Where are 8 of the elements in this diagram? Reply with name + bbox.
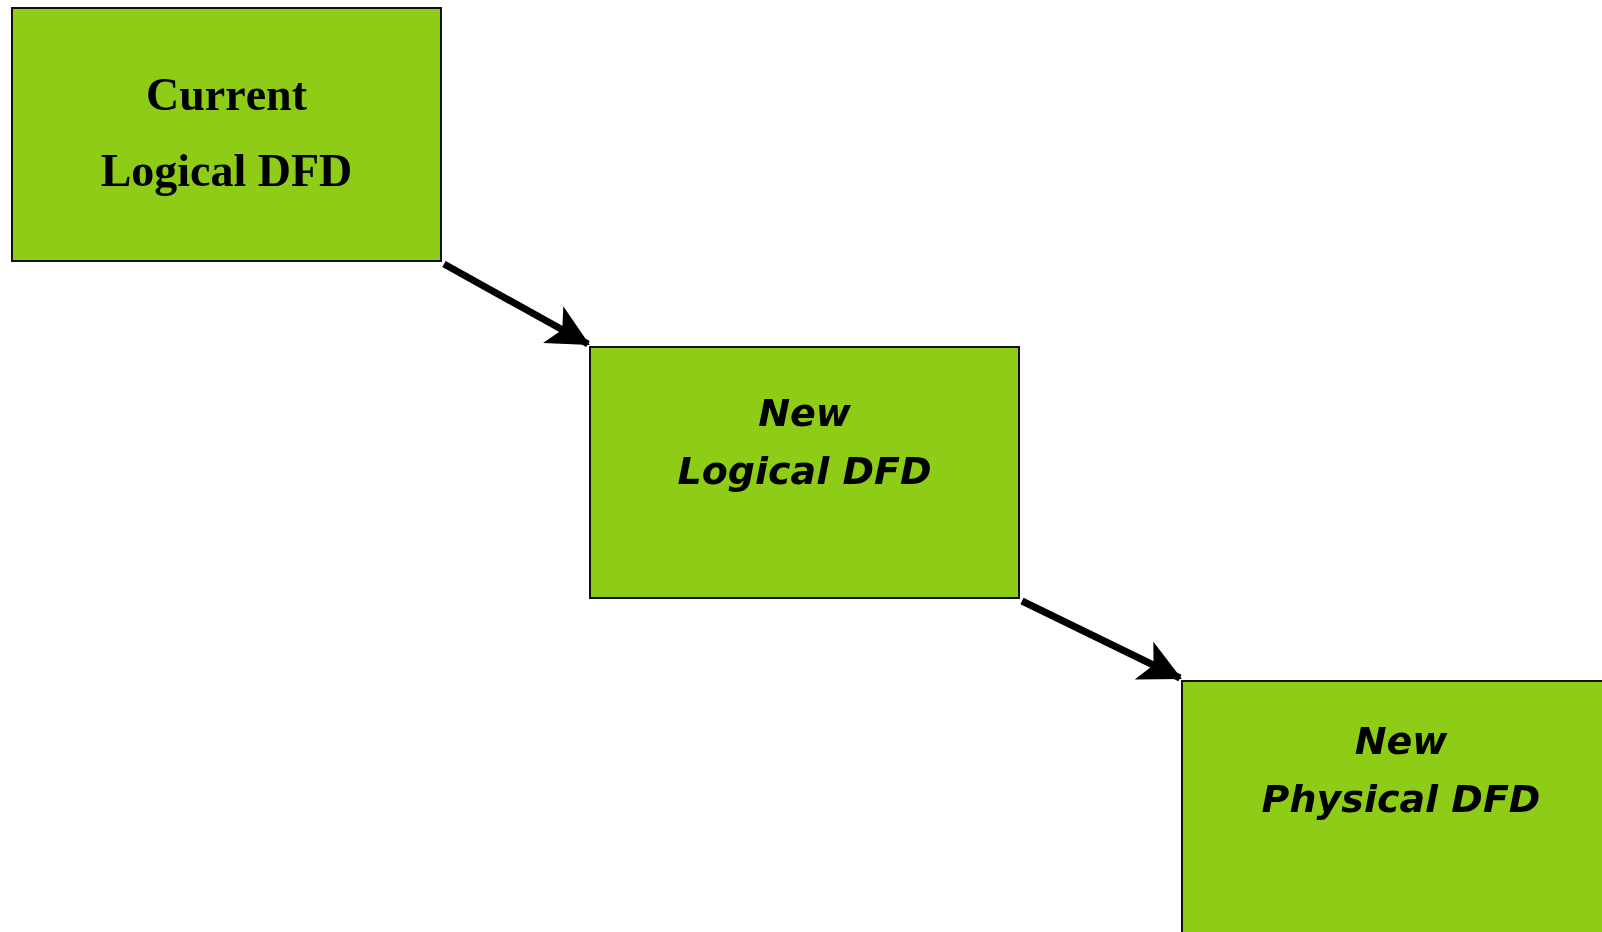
process-box xyxy=(589,346,1020,599)
box-label: New Logical DFD xyxy=(676,390,933,495)
arrow xyxy=(442,260,590,348)
process-box xyxy=(1181,680,1602,932)
box-label: New Physical DFD xyxy=(1260,718,1542,823)
arrow xyxy=(1020,597,1182,682)
box-label: Current Logical DFD xyxy=(99,68,354,198)
process-box xyxy=(11,7,442,262)
